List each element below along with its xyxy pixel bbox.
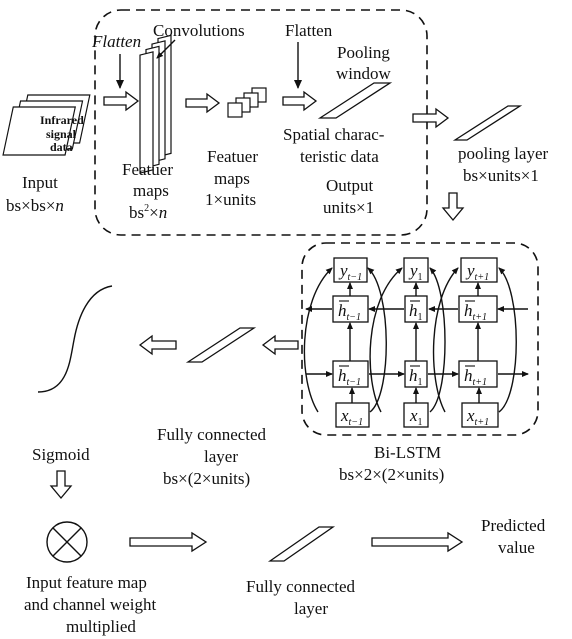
pooling-window-line1: Pooling xyxy=(337,43,390,62)
stack-label-2: signal xyxy=(46,127,77,141)
multiply-line2: and channel weight xyxy=(24,595,156,614)
feature-maps-2-dims: 1×units xyxy=(205,190,256,209)
feature-maps-1-line2: maps xyxy=(133,181,169,200)
fully-connected-1-shape xyxy=(188,328,254,362)
feature-maps-stack-1 xyxy=(140,35,171,173)
hollow-down-arrow xyxy=(51,471,71,498)
fully-connected-2-shape xyxy=(270,527,333,561)
stack-label-3: data xyxy=(50,140,73,154)
pooling-window-line2: window xyxy=(336,64,392,83)
fc1-line2: layer xyxy=(204,447,238,466)
feature-maps-1-dims: bs2×n xyxy=(129,203,167,222)
bilstm-cells xyxy=(304,258,528,427)
hollow-arrow xyxy=(104,92,138,110)
pooling-layer-dims: bs×units×1 xyxy=(463,166,539,185)
feature-maps-stack-2 xyxy=(228,88,266,117)
hollow-right-arrow xyxy=(372,533,462,551)
infrared-data-stack: Infrared signal data xyxy=(3,95,90,155)
hollow-arrow xyxy=(186,94,219,112)
hollow-arrow xyxy=(283,92,316,110)
sigmoid-curve xyxy=(38,286,112,392)
spatial-line1: Spatial charac- xyxy=(283,125,385,144)
fc2-line1: Fully connected xyxy=(246,577,356,596)
feature-maps-2-line1: Featuer xyxy=(207,147,258,166)
multiply-line1: Input feature map xyxy=(26,573,147,592)
fc1-line1: Fully connected xyxy=(157,425,267,444)
hollow-left-arrow xyxy=(140,336,176,354)
multiply-line3: multiplied xyxy=(66,617,136,636)
sigmoid-label: Sigmoid xyxy=(32,445,90,464)
input-label: Input xyxy=(22,173,58,192)
hollow-arrow xyxy=(413,109,448,127)
convolutions-label: Convolutions xyxy=(153,21,245,40)
output-line1: Output xyxy=(326,176,374,195)
hollow-right-arrow xyxy=(130,533,206,551)
input-dims: bs×bs×n xyxy=(6,196,64,215)
fc1-dims: bs×(2×units) xyxy=(163,469,250,488)
multiply-icon xyxy=(47,522,87,562)
feature-maps-2-line2: maps xyxy=(214,169,250,188)
fc2-line2: layer xyxy=(294,599,328,618)
pooling-layer-label: pooling layer xyxy=(458,144,549,163)
bilstm-label: Bi-LSTM xyxy=(374,443,441,462)
hollow-down-arrow xyxy=(443,193,463,220)
bilstm-dims: bs×2×(2×units) xyxy=(339,465,444,484)
spatial-line2: teristic data xyxy=(300,147,379,166)
pooling-layer-shape xyxy=(455,106,520,140)
stack-label-1: Infrared xyxy=(40,113,84,127)
flatten-label-1: Flatten xyxy=(91,32,141,51)
flatten-label-2: Flatten xyxy=(285,21,333,40)
output-line2: units×1 xyxy=(323,198,374,217)
predicted-line1: Predicted xyxy=(481,516,546,535)
pooling-window-shape xyxy=(320,83,390,118)
feature-maps-1-line1: Featuer xyxy=(122,160,173,179)
hollow-left-arrow xyxy=(263,336,298,354)
predicted-line2: value xyxy=(498,538,535,557)
